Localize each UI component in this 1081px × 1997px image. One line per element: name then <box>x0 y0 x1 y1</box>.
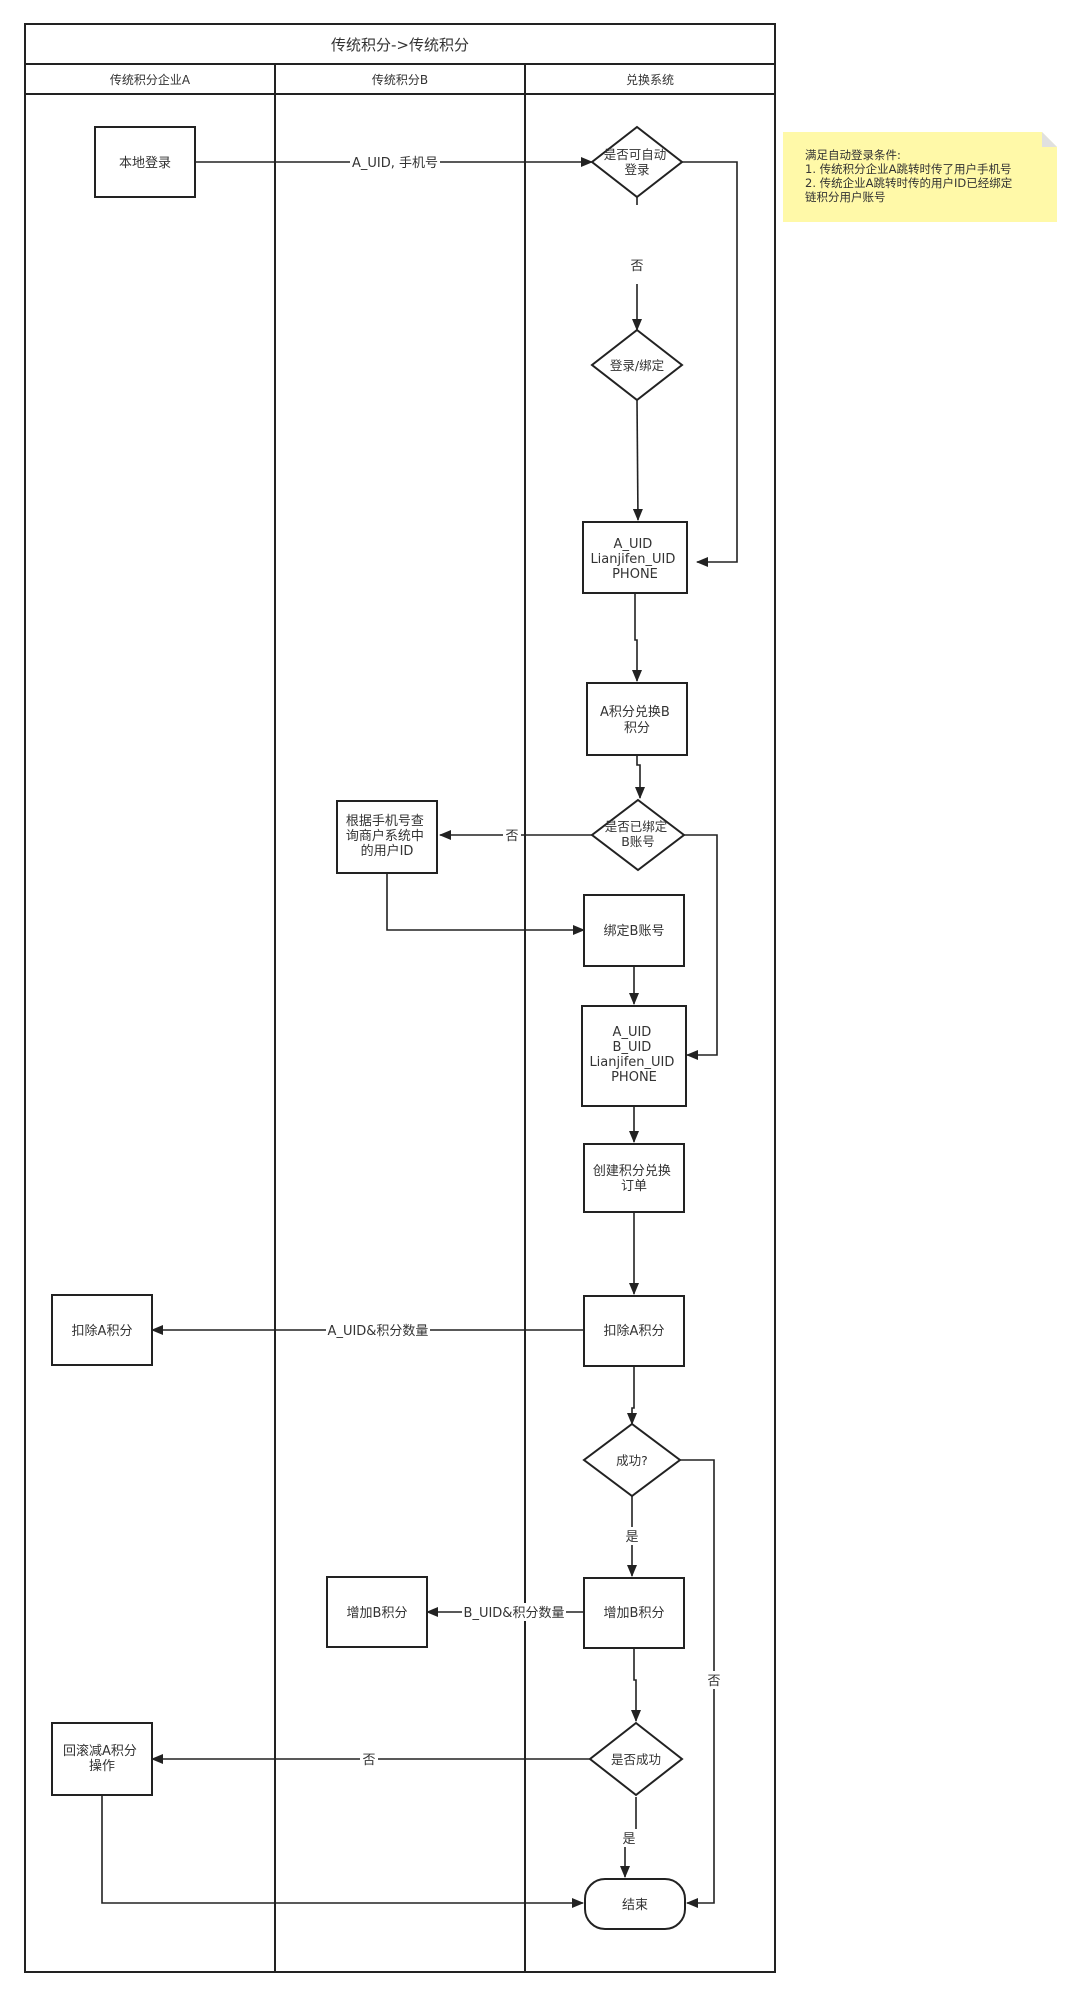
svg-text:绑定B账号: 绑定B账号 <box>604 924 665 939</box>
node-deduct-a-system: 扣除A积分 <box>583 1295 685 1367</box>
svg-text:增加B积分: 增加B积分 <box>604 1606 665 1621</box>
node-add-b: 增加B积分 <box>326 1576 428 1648</box>
label-buid-points: B_UID&积分数量 <box>464 1606 565 1621</box>
svg-text:本地登录: 本地登录 <box>119 156 171 171</box>
edge-uid1-to-exchange <box>632 593 642 682</box>
swimlane-pool: 传统积分->传统积分 传统积分企业A 传统积分B 兑换系统 <box>24 23 776 1973</box>
sticky-note: 满足自动登录条件: 1. 传统积分企业A跳转时传了用户手机号 2. 传统企业A跳… <box>783 132 1057 222</box>
note-line-4: 链积分用户账号 <box>805 190 886 204</box>
node-exchange: A积分兑换B 积分 <box>586 682 688 756</box>
node-query-uid: 根据手机号查 询商户系统中 的用户ID <box>336 800 438 874</box>
node-success-1-decision: 成功? <box>582 1422 682 1498</box>
svg-text:A积分兑换B 积分: A积分兑换B 积分 <box>600 705 674 736</box>
svg-text:是否已绑定 B账号: 是否已绑定 B账号 <box>605 819 672 849</box>
edge-deduct-to-success1 <box>627 1366 637 1425</box>
edge-labels: A_UID, 手机号 否 否 A_UID&积分数量 是 B_UID&积分数量 否… <box>326 153 723 1847</box>
node-bind-b: 绑定B账号 <box>583 894 685 967</box>
label-no-isbound: 否 <box>505 829 518 844</box>
note-line-3: 2. 传统企业A跳转时传的用户ID已经绑定 <box>805 176 1013 190</box>
node-uid-box-2: A_UID B_UID Lianjifen_UID PHONE <box>581 1005 687 1107</box>
svg-text:增加B积分: 增加B积分 <box>347 1606 408 1621</box>
node-success-2-decision: 是否成功 <box>588 1721 684 1797</box>
note-text: 满足自动登录条件: 1. 传统积分企业A跳转时传了用户手机号 2. 传统企业A跳… <box>805 148 1016 204</box>
edge-addb-to-success2 <box>631 1648 641 1722</box>
svg-text:创建积分兑换 订单: 创建积分兑换 订单 <box>593 1164 675 1194</box>
svg-text:A_UID Lianjifen_UID: A_UID Lianjifen_UID PHONE <box>590 537 679 582</box>
svg-text:扣除A积分: 扣除A积分 <box>72 1324 133 1339</box>
svg-text:回滚减A积分 操作: 回滚减A积分 操作 <box>63 1743 141 1774</box>
node-end: 结束 <box>584 1878 686 1930</box>
svg-text:根据手机号查 询商户系统中: 根据手机号查 询商户系统中 的用户ID <box>346 814 428 859</box>
lane-header-b: 传统积分B <box>372 72 428 87</box>
note-line-2: 1. 传统积分企业A跳转时传了用户手机号 <box>805 162 1012 176</box>
label-yes-success2: 是 <box>622 1832 635 1847</box>
note-fold <box>1042 132 1057 147</box>
note-line-1: 满足自动登录条件: <box>805 148 901 162</box>
edge-query-to-bindb <box>386 873 585 935</box>
svg-text:是否成功: 是否成功 <box>611 1752 661 1767</box>
svg-text:扣除A积分: 扣除A积分 <box>604 1324 665 1339</box>
node-create-order: 创建积分兑换 订单 <box>583 1143 685 1213</box>
label-no-success2: 否 <box>362 1753 375 1768</box>
label-yes-success1: 是 <box>625 1530 638 1545</box>
note-background <box>783 132 1057 222</box>
svg-text:A_UID B_UID Li: A_UID B_UID Lianjifen_UID PHONE <box>589 1025 678 1085</box>
node-login-bind-decision: 登录/绑定 <box>590 328 684 402</box>
pool-title: 传统积分->传统积分 <box>331 36 469 54</box>
edge-loginbind-to-uid1 <box>632 399 643 521</box>
svg-text:登录/绑定: 登录/绑定 <box>610 358 664 373</box>
nodes: 本地登录 是否可自动 登录 登录/绑定 A_UID Lianjifen_UID … <box>51 125 688 1930</box>
edge-isbound-yes-to-uid2 <box>684 834 718 1060</box>
label-no-success1: 否 <box>707 1674 720 1689</box>
label-auid-phone: A_UID, 手机号 <box>352 156 438 171</box>
svg-text:结束: 结束 <box>622 1898 648 1913</box>
node-add-b-system: 增加B积分 <box>583 1577 685 1649</box>
label-auid-points: A_UID&积分数量 <box>328 1324 429 1339</box>
label-no-autologin: 否 <box>630 259 643 274</box>
node-deduct-a: 扣除A积分 <box>51 1294 153 1366</box>
edge-autologin-yes-to-uid1 <box>682 161 738 567</box>
node-auto-login-decision: 是否可自动 登录 <box>590 125 684 199</box>
node-rollback: 回滚减A积分 操作 <box>51 1722 153 1796</box>
lane-header-system: 兑换系统 <box>626 73 674 87</box>
edge-rollback-to-end <box>101 1795 584 1908</box>
lane-header-a: 传统积分企业A <box>110 72 191 87</box>
edge-exchange-to-isbound <box>635 755 645 799</box>
pool-border <box>24 23 776 1973</box>
node-is-bound-decision: 是否已绑定 B账号 <box>590 798 686 872</box>
svg-text:是否可自动 登录: 是否可自动 登录 <box>604 147 671 177</box>
node-local-login: 本地登录 <box>94 126 196 198</box>
svg-text:成功?: 成功? <box>616 1453 648 1468</box>
node-uid-box-1: A_UID Lianjifen_UID PHONE <box>582 521 688 594</box>
